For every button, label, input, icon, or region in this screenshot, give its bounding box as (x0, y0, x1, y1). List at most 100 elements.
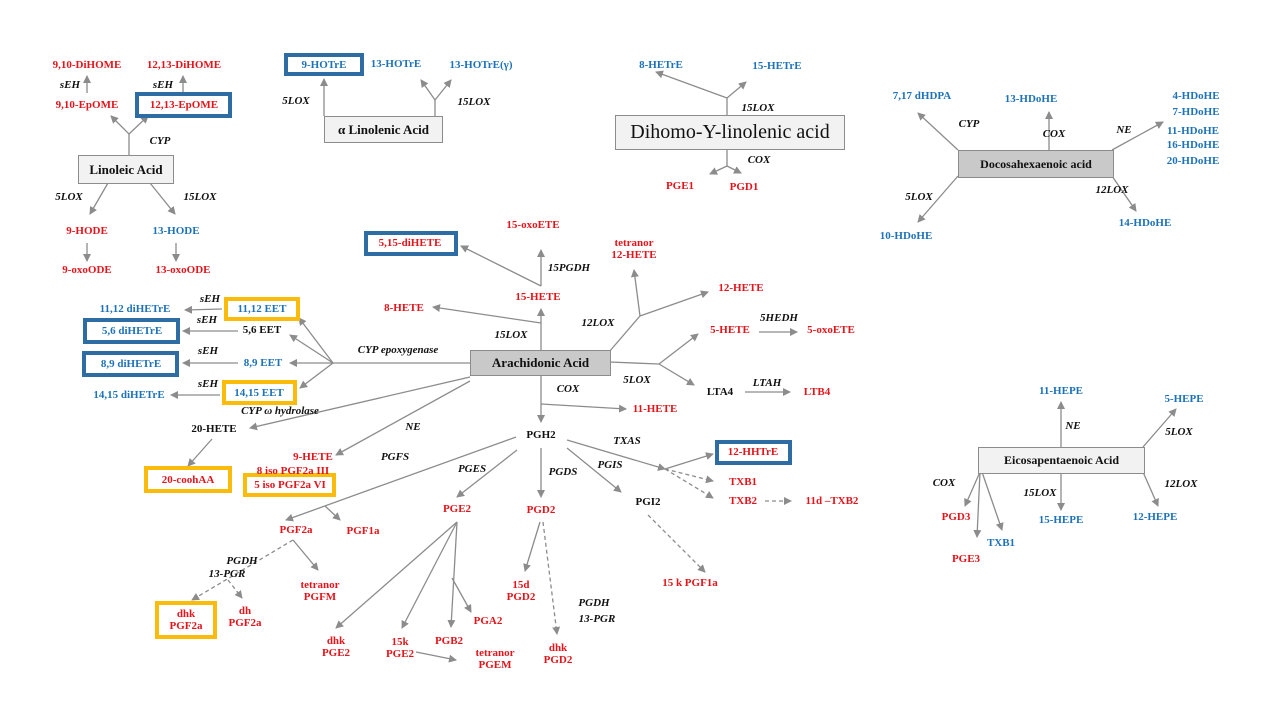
metabolite-12-hete: 12-HETE (718, 282, 764, 294)
metabolite-dh-pgf2a: dh PGF2a (228, 605, 262, 629)
enzyme-label: 5HEDH (760, 312, 798, 324)
arrow (658, 363, 695, 386)
arrow (1142, 408, 1177, 448)
arrow (285, 436, 517, 522)
highlight-box-blue (135, 92, 232, 118)
enzyme-label: 12LOX (1095, 184, 1129, 196)
arrow (542, 521, 561, 635)
metabolite-11d-txb2: 11d –TXB2 (805, 495, 859, 507)
enzyme-label: sEH (199, 293, 221, 305)
arrow (298, 317, 334, 364)
arrow (432, 304, 542, 324)
metabolite-7-hdohe: 7-HDoHE (1172, 106, 1220, 118)
highlight-box-blue (83, 318, 180, 344)
linoleic-acid-node: Linoleic Acid (78, 155, 174, 184)
arrow (664, 468, 714, 499)
metabolite-11-hdohe: 11-HDoHE (1167, 125, 1219, 137)
metabolite-9-10-dihome: 9,10-DiHOME (52, 59, 122, 71)
arrow (401, 521, 458, 629)
arrow (1111, 121, 1164, 151)
metabolite-4-hdohe: 4-HDoHE (1172, 90, 1220, 102)
metabolite-pge1: PGE1 (665, 180, 695, 192)
arrow (655, 70, 728, 99)
arrow (420, 79, 436, 101)
arrow (608, 315, 641, 353)
metabolite-15k-pge2: 15k PGE2 (385, 636, 415, 660)
enzyme-label: NE (405, 421, 421, 433)
metabolite-12-13-dihome: 12,13-DiHOME (146, 59, 222, 71)
dgla-node: Dihomo-Y-linolenic acid (615, 115, 845, 150)
metabolite-15k-pgf1a: 15 k PGF1a (662, 577, 718, 589)
metabolite-5-6-eet: 5,6 EET (242, 324, 282, 336)
enzyme-label: sEH (152, 79, 174, 91)
metabolite-dhk-pge2: dhk PGE2 (321, 635, 351, 659)
enzyme-label: LTAH (752, 377, 782, 389)
metabolite-pgf2a: PGF2a (279, 524, 313, 536)
highlight-box-yellow (144, 466, 232, 493)
highlight-box-yellow (155, 601, 217, 639)
metabolite-8-9-eet: 8,9 EET (243, 357, 283, 369)
arrow (917, 175, 959, 223)
arrow (415, 651, 457, 663)
highlight-box-blue (284, 53, 364, 76)
enzyme-label: TXAS (613, 435, 641, 447)
arrow (523, 521, 541, 572)
metabolite-tetranor-pgem: tetranor PGEM (475, 647, 515, 671)
metabolite-8-hete: 8-HETE (384, 302, 424, 314)
enzyme-label: 15LOX (494, 329, 528, 341)
metabolite-20-hete: 20-HETE (191, 423, 237, 435)
metabolite-15-hete: 15-HETE (515, 291, 561, 303)
enzyme-label: 5LOX (55, 191, 83, 203)
arrow (227, 579, 243, 599)
metabolite-10-hdohe: 10-HDoHE (879, 230, 933, 242)
arrow (434, 79, 452, 101)
enzyme-label: 15LOX (457, 96, 491, 108)
highlight-box-yellow (222, 380, 297, 405)
metabolite-pgd2: PGD2 (526, 504, 556, 516)
arrow (456, 449, 518, 498)
arrow (89, 182, 109, 215)
metabolite-tetranor-12-hete: tetranor 12-HETE (611, 237, 657, 261)
arrow (1142, 471, 1159, 507)
arrow (709, 165, 728, 175)
metabolite-12-13-epome: 12,13-EpOME (149, 99, 219, 111)
metabolite-pge3: PGE3 (951, 553, 981, 565)
metabolite-8-9-dihetre: 8,9 diHETrE (100, 358, 162, 370)
arrow (1111, 175, 1137, 212)
alpha-linolenic-acid-node: α Linolenic Acid (324, 116, 443, 143)
highlight-box-blue (364, 231, 458, 256)
metabolite-15-oxoete: 15-oxoETE (506, 219, 560, 231)
metabolite-9-hotre: 9-HOTrE (301, 59, 347, 71)
metabolite-14-15-eet: 14,15 EET (234, 387, 284, 399)
metabolite-pgf1a: PGF1a (346, 525, 380, 537)
highlight-box-blue (715, 440, 792, 465)
metabolite-pgd1: PGD1 (729, 181, 759, 193)
enzyme-label: CYP (149, 135, 171, 147)
arrow (664, 452, 714, 470)
enzyme-label: sEH (59, 79, 81, 91)
metabolite-ltb4: LTB4 (803, 386, 831, 398)
enzyme-label: 5LOX (623, 374, 651, 386)
arrow (566, 447, 622, 493)
enzyme-label: 12LOX (1164, 478, 1198, 490)
metabolite-pgb2: PGB2 (434, 635, 464, 647)
arrow (110, 115, 130, 135)
enzyme-label: 5LOX (282, 95, 310, 107)
arachidonic-acid-node: Arachidonic Acid (470, 350, 611, 376)
enzyme-label: 5LOX (1165, 426, 1193, 438)
metabolite-8-iso-pgf2a-iii: 8 iso PGF2a III (256, 465, 330, 477)
metabolite-11-hete: 11-HETE (632, 403, 678, 415)
enzyme-label: NE (1065, 420, 1081, 432)
metabolite-5-oxoete: 5-oxoETE (807, 324, 855, 336)
arrow (451, 577, 472, 613)
arrow (981, 471, 1004, 531)
metabolite-lta4: LTA4 (706, 386, 734, 398)
metabolite-13-hode: 13-HODE (152, 225, 200, 237)
metabolite-7-17-dhdpa: 7,17 dHDPA (892, 90, 952, 102)
metabolite-13-oxoode: 13-oxoODE (155, 264, 211, 276)
metabolite-11-12-eet: 11,12 EET (237, 303, 287, 315)
metabolite-txb1: TXB1 (728, 476, 758, 488)
enzyme-label: NE (1116, 124, 1132, 136)
arrow (540, 403, 627, 413)
